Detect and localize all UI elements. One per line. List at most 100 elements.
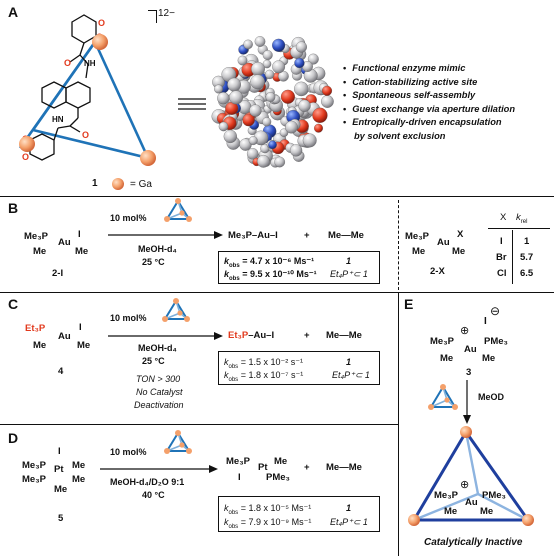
rate-d-2-cond: Et₄P⁺⊂ 1 xyxy=(330,517,368,527)
reagent-3-pme3-right: PMe₃ xyxy=(484,336,508,347)
byproduct-c: Me—Me xyxy=(326,330,362,341)
divider-a xyxy=(0,196,554,197)
panel-label-a: A xyxy=(8,4,19,20)
temperature-c: 25 °C xyxy=(142,356,165,366)
reaction-arrow-d xyxy=(100,465,218,473)
reagent-4-au: Au xyxy=(58,331,71,342)
table-row-k: 6.5 xyxy=(520,268,534,279)
reagent-5-me-3: Me xyxy=(54,484,68,495)
reagent-4-me-left: Me xyxy=(33,340,47,351)
reagent-2x-me-right: Me xyxy=(452,246,466,257)
inner-pme3-left: Me₃P xyxy=(434,490,458,501)
svg-text:O: O xyxy=(82,130,89,140)
charge-label: 12− xyxy=(158,8,175,19)
reagent-4-i: I xyxy=(79,322,82,333)
feature-item: by solvent exclusion xyxy=(354,130,446,141)
catalyst-loading-c: 10 mol% xyxy=(110,313,147,323)
catalyst-cage-icon xyxy=(428,384,458,410)
rate-c-2-cond: Et₄P⁺⊂ 1 xyxy=(332,370,370,380)
feature-list: Functional enzyme mimic Cation-stabilizi… xyxy=(343,62,515,143)
iodide-anion: I xyxy=(484,316,487,327)
reaction-arrow-c xyxy=(108,332,223,340)
catalyst-cage-icon xyxy=(164,430,192,454)
svg-text:HN: HN xyxy=(52,115,64,124)
rate-b-2-cond: Et₄P⁺⊂ 1 xyxy=(330,269,368,279)
table-header-x: X xyxy=(500,212,507,223)
byproduct-d: Me—Me xyxy=(326,462,362,473)
rate-b-2: kobs = 9.5 x 10⁻¹⁰ Ms⁻¹ xyxy=(224,269,317,282)
reagent-3-pme3-left: Me₃P xyxy=(430,336,454,347)
inner-cation-charge-icon: ⊕ xyxy=(460,479,470,491)
table-header-krel: krel xyxy=(516,212,528,225)
ligand-tetrahedron-structure: O O O O O O NH HN xyxy=(18,14,156,190)
feature-item: Spontaneous self-assembly xyxy=(343,89,515,103)
panel-label-b: B xyxy=(8,200,19,216)
compound-2x-label: 2-X xyxy=(430,266,445,277)
charge-bracket xyxy=(148,10,157,23)
compound-3-label: 3 xyxy=(466,367,472,378)
rate-box-d xyxy=(218,496,380,532)
reagent-5-pme3-top: Me₃P xyxy=(22,460,46,471)
rate-c-1-cond: 1 xyxy=(346,357,352,367)
catalyst-cage-icon xyxy=(164,198,192,222)
reagent-3-au: Au xyxy=(464,344,477,355)
equivalence-sign xyxy=(178,98,206,110)
table-row-k: 5.7 xyxy=(520,252,534,263)
divider-e xyxy=(398,292,399,556)
compound-2i-label: 2-I xyxy=(52,268,64,279)
reagent-2x-x: X xyxy=(457,229,464,240)
feature-item: Functional enzyme mimic xyxy=(343,62,515,76)
reagent-5-me-1: Me xyxy=(72,460,86,471)
rate-d-2: kobs = 7.9 x 10⁻⁹ Ms⁻¹ xyxy=(224,517,312,530)
reagent-4-pet3: Et₃P xyxy=(25,323,46,334)
table-header-rule xyxy=(488,228,550,229)
table-row-x: Br xyxy=(496,252,507,263)
table-column-rule xyxy=(512,230,513,284)
inner-pme3-right: PMe₃ xyxy=(482,490,506,501)
inner-me-right: Me xyxy=(480,506,494,517)
rate-d-1: kobs = 1.8 x 10⁻⁵ Ms⁻¹ xyxy=(224,503,312,516)
reagent-2i-au: Au xyxy=(58,237,71,248)
note-c: TON > 300 xyxy=(136,374,181,384)
solvent-e: MeOD xyxy=(478,392,505,402)
svg-text:NH: NH xyxy=(84,59,96,68)
reagent-2i-me-right: Me xyxy=(75,246,89,257)
reagent-2x-au: Au xyxy=(437,237,450,248)
reagent-3-me-left: Me xyxy=(440,353,454,364)
panel-label-c: C xyxy=(8,296,19,312)
note-c: Deactivation xyxy=(134,400,184,410)
catalyst-loading-b: 10 mol% xyxy=(110,213,147,223)
reagent-5-pt: Pt xyxy=(54,464,64,475)
reagent-2i-me-left: Me xyxy=(33,246,47,257)
temperature-d: 40 °C xyxy=(142,490,165,500)
rate-b-1-cond: 1 xyxy=(346,256,352,266)
plus-b: + xyxy=(304,230,310,241)
product-d-pme3: Me₃P xyxy=(226,456,250,467)
rate-d-1-cond: 1 xyxy=(346,503,352,513)
reagent-5-pme3-bottom: Me₃P xyxy=(22,474,46,485)
anion-charge-icon: ⊖ xyxy=(490,304,501,318)
rate-b-1: kobs = 4.7 x 10⁻⁶ Ms⁻¹ xyxy=(224,256,315,269)
compound-1-label: 1 xyxy=(92,178,98,189)
reaction-arrow-e xyxy=(463,380,471,424)
catalyst-loading-d: 10 mol% xyxy=(110,447,147,457)
solvent-b: MeOH-d₄ xyxy=(138,244,177,254)
reagent-3-me-right: Me xyxy=(482,353,496,364)
svg-text:O: O xyxy=(64,58,71,68)
reagent-2x-pme3: Me₃P xyxy=(405,231,429,242)
solvent-c: MeOH-d₄ xyxy=(138,343,177,353)
feature-item: Cation-stabilizing active site xyxy=(343,76,515,90)
reagent-5-me-2: Me xyxy=(72,474,86,485)
table-row-k: 1 xyxy=(524,236,530,247)
reagent-5-i: I xyxy=(58,446,61,457)
rate-c-1: kobs = 1.5 x 10⁻² s⁻¹ xyxy=(224,357,303,370)
compound-5-label: 5 xyxy=(58,513,64,524)
inner-au: Au xyxy=(465,497,478,508)
caption-e: Catalytically Inactive xyxy=(424,537,523,548)
catalyst-cage-icon xyxy=(162,298,190,322)
host-guest-complex xyxy=(408,426,534,526)
ga-legend-label: = Ga xyxy=(130,179,152,190)
dashed-divider xyxy=(398,200,399,290)
note-c: No Catalyst xyxy=(136,387,183,397)
byproduct-b: Me—Me xyxy=(328,230,364,241)
